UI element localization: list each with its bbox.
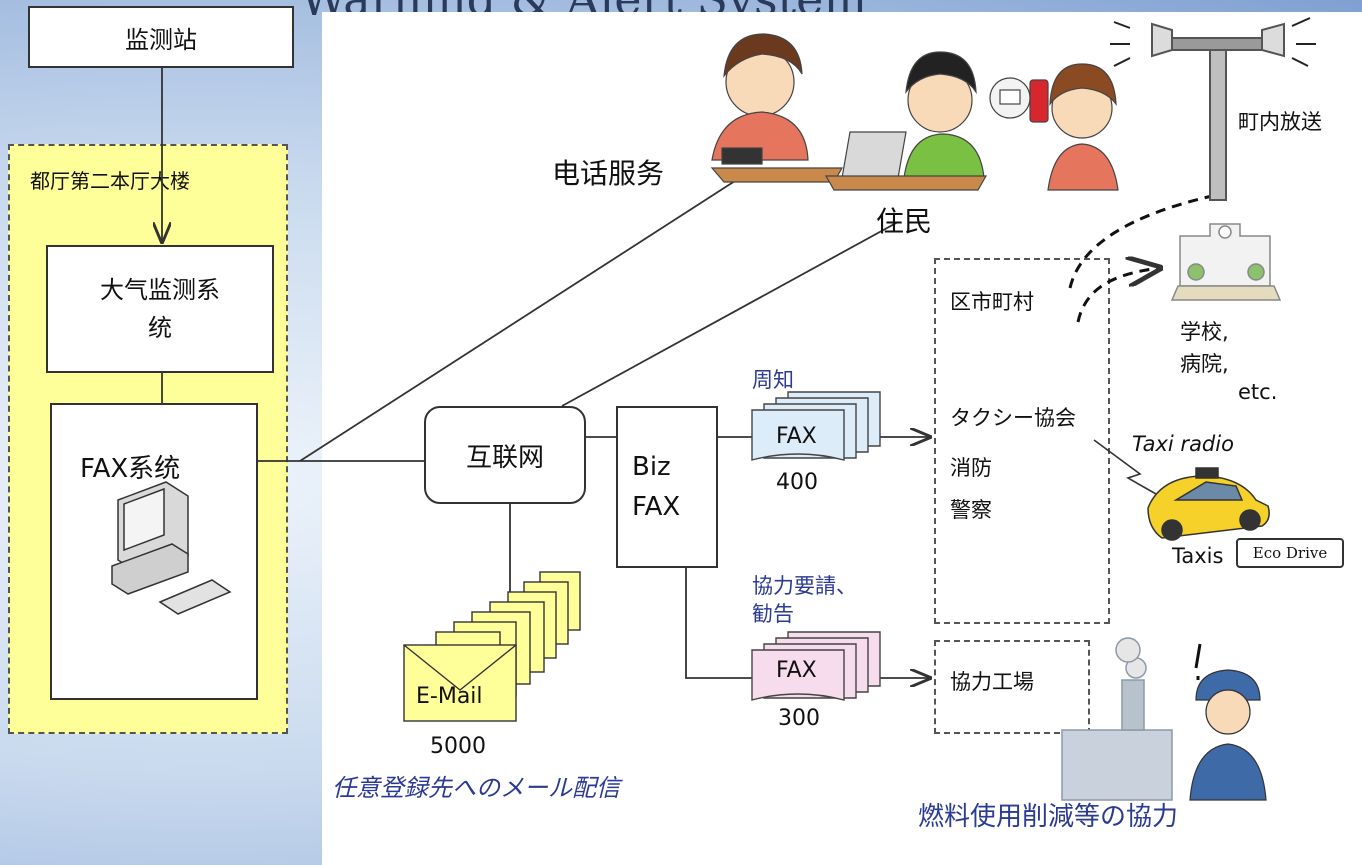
broadcast-dashed-curve xyxy=(1068,194,1213,289)
fax-request-stack xyxy=(751,631,881,701)
air-monitoring-label: 大气监测系统 xyxy=(100,276,220,342)
fax-notify-stack xyxy=(751,391,881,461)
email-note: 任意登録先へのメール配信 xyxy=(332,774,620,802)
schools-label-2: 病院, xyxy=(1180,352,1229,376)
residents-label: 住民 xyxy=(876,205,933,238)
fax-notify-count: 400 xyxy=(776,470,818,495)
operator-icon xyxy=(710,33,844,183)
taxi-icon xyxy=(1147,467,1270,541)
request-label-2: 勧告 xyxy=(752,602,794,626)
loudspeaker-icon xyxy=(1110,17,1316,201)
resident-mobile-icon xyxy=(989,63,1119,191)
resident-laptop-icon xyxy=(824,51,988,191)
factory-group-box xyxy=(934,640,1090,734)
metro-building-label: 都厅第二本厅大楼 xyxy=(30,169,190,193)
municipalities-label: 区市町村 xyxy=(950,290,1034,314)
factory-icon xyxy=(1061,637,1173,801)
taxi-radio-label: Taxi radio xyxy=(1132,432,1234,456)
org-police: 警察 xyxy=(950,498,992,522)
internet-box: 互联网 xyxy=(424,406,586,504)
school-icon xyxy=(1170,223,1282,301)
taxis-label: Taxis xyxy=(1172,544,1224,568)
schools-label-3: etc. xyxy=(1238,380,1278,404)
municipal-group-box xyxy=(934,258,1110,624)
factories-label: 協力工場 xyxy=(950,670,1034,694)
bizfax-box: Biz FAX xyxy=(616,406,718,568)
fuel-reduction-note: 燃料使用削減等の協力 xyxy=(918,802,1179,832)
fax-request-label: FAX xyxy=(776,658,817,683)
phone-line xyxy=(299,169,753,462)
email-envelope-stack xyxy=(403,571,581,722)
residents-line xyxy=(561,221,899,407)
town-broadcast-label: 町内放送 xyxy=(1238,110,1322,134)
phone-service-label: 电话服务 xyxy=(552,157,665,190)
air-monitoring-system-box: 大气监测系统 xyxy=(46,245,274,373)
email-count: 5000 xyxy=(430,734,486,759)
notify-label: 周知 xyxy=(752,368,794,392)
request-label-1: 協力要請、 xyxy=(752,574,857,598)
fax-system-label: FAX系统 xyxy=(80,454,181,484)
fax-request-count: 300 xyxy=(778,706,820,731)
schools-label-1: 学校, xyxy=(1180,320,1229,344)
school-dashed-arrow xyxy=(1076,268,1160,323)
worker-icon xyxy=(1189,643,1267,801)
bizfax-to-fax300-line xyxy=(685,568,752,679)
eco-drive-sign: Eco Drive xyxy=(1236,538,1344,568)
computer-icon xyxy=(111,481,232,615)
radio-signal-icon xyxy=(1093,439,1171,503)
org-fire-department: 消防 xyxy=(950,456,992,480)
fax-notify-label: FAX xyxy=(776,424,817,449)
monitoring-station-box: 监测站 xyxy=(28,6,294,68)
email-label: E-Mail xyxy=(416,684,483,709)
org-taxi-association: タクシー協会 xyxy=(950,406,1076,430)
bizfax-label-line2: FAX xyxy=(632,492,681,522)
bizfax-label-line1: Biz xyxy=(632,452,671,482)
